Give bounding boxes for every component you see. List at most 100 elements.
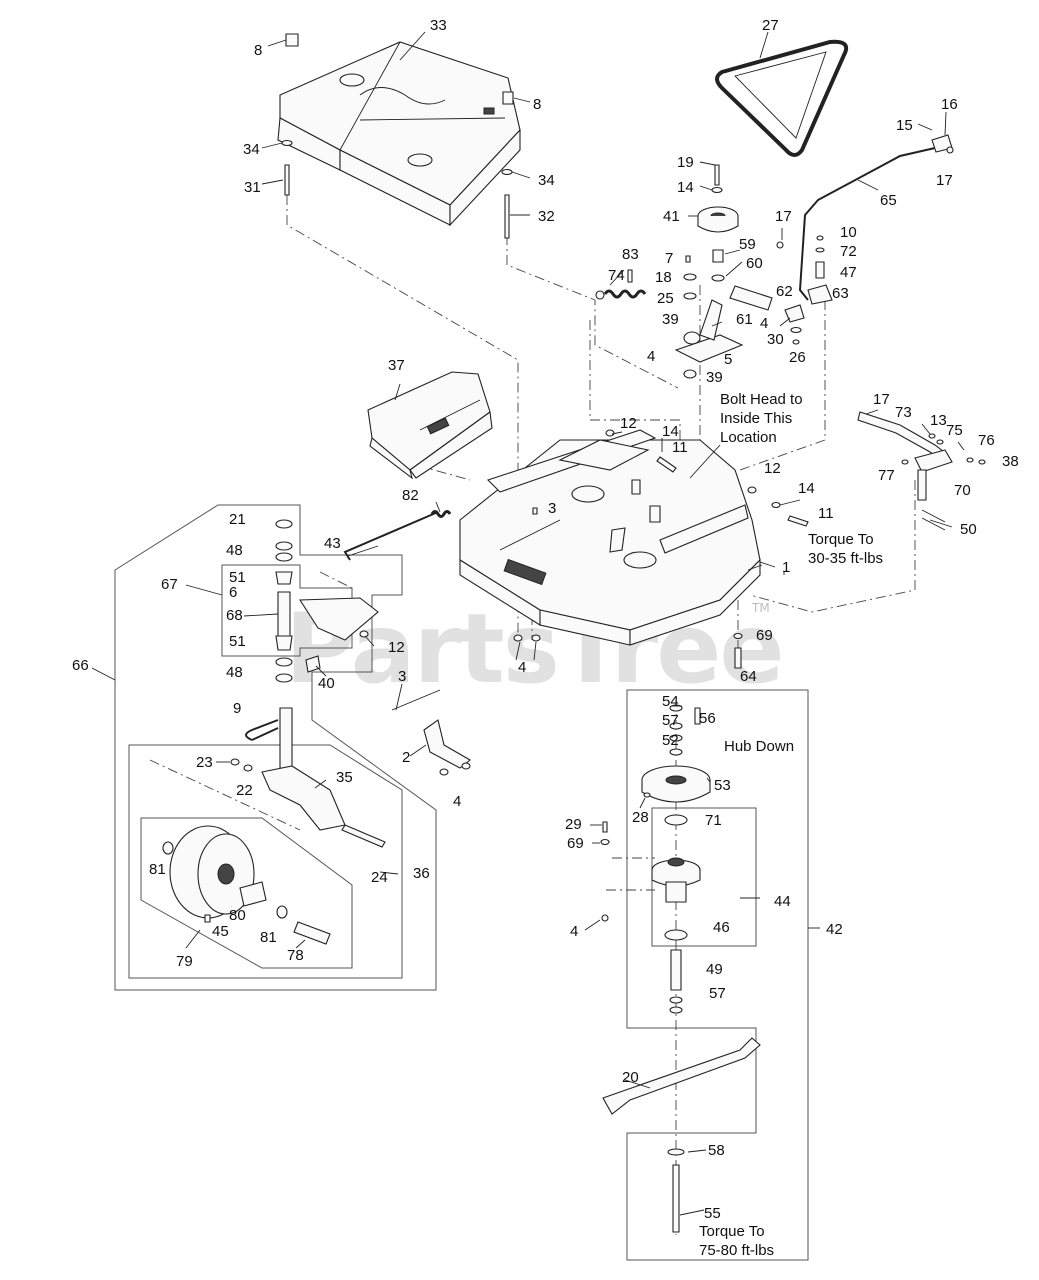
blade bbox=[602, 1037, 761, 1115]
callout-69: 69 bbox=[756, 627, 773, 644]
callout-53: 53 bbox=[714, 777, 731, 794]
linkage-arm bbox=[857, 411, 986, 531]
callout-78: 78 bbox=[287, 947, 304, 964]
callout-72: 72 bbox=[840, 243, 857, 260]
note-torque-deck-1: Torque To bbox=[808, 531, 874, 548]
bolt-11-right bbox=[787, 515, 809, 527]
clip-17-mid bbox=[776, 241, 784, 249]
callout-12: 12 bbox=[388, 639, 405, 656]
callout-62: 62 bbox=[776, 283, 793, 300]
callout-6: 6 bbox=[229, 584, 237, 601]
chute-rod bbox=[343, 511, 439, 561]
callout-70: 70 bbox=[954, 482, 971, 499]
pin-7 bbox=[685, 255, 691, 263]
washer-57-b bbox=[669, 1006, 683, 1014]
callout-48: 48 bbox=[226, 664, 243, 681]
spindle-shaft-49 bbox=[670, 949, 682, 991]
callout-4: 4 bbox=[570, 923, 578, 940]
washer-58 bbox=[667, 1148, 685, 1156]
hitch-pin bbox=[245, 719, 279, 741]
bolt-32 bbox=[504, 194, 510, 239]
spindle-assembly-outline bbox=[626, 689, 809, 1261]
callout-57: 57 bbox=[709, 985, 726, 1002]
callout-17: 17 bbox=[775, 208, 792, 225]
washer-72 bbox=[815, 247, 825, 253]
washer-34-right bbox=[501, 168, 513, 176]
nut-4-bracket-a bbox=[439, 768, 449, 776]
callout-79: 79 bbox=[176, 953, 193, 970]
washer-30 bbox=[790, 326, 802, 334]
callout-81: 81 bbox=[149, 861, 166, 878]
control-cable bbox=[798, 147, 936, 301]
callout-32: 32 bbox=[538, 208, 555, 225]
callout-64: 64 bbox=[740, 668, 757, 685]
callout-44: 44 bbox=[774, 893, 791, 910]
callout-41: 41 bbox=[663, 208, 680, 225]
callout-48: 48 bbox=[226, 542, 243, 559]
discharge-chute bbox=[367, 371, 493, 480]
idler-bracket bbox=[674, 299, 744, 379]
bolt-3-deck bbox=[532, 507, 538, 515]
washer-14-right bbox=[771, 501, 781, 509]
callout-12: 12 bbox=[764, 460, 781, 477]
bracket-2 bbox=[423, 719, 471, 769]
callout-38: 38 bbox=[1002, 453, 1019, 470]
callout-14: 14 bbox=[677, 179, 694, 196]
callout-18: 18 bbox=[655, 269, 672, 286]
blade-bolt-55 bbox=[672, 1164, 680, 1233]
callout-26: 26 bbox=[789, 349, 806, 366]
clip-8-right bbox=[502, 91, 514, 105]
washer-69-deck bbox=[733, 632, 743, 640]
bolt-11-top bbox=[656, 456, 677, 473]
callout-43: 43 bbox=[324, 535, 341, 552]
callout-25: 25 bbox=[657, 290, 674, 307]
bolt-83 bbox=[627, 269, 633, 283]
callout-39: 39 bbox=[662, 311, 679, 328]
callout-45: 45 bbox=[212, 923, 229, 940]
leader-lines bbox=[91, 31, 965, 1216]
caster-mount-plate bbox=[299, 597, 379, 641]
callout-67: 67 bbox=[161, 576, 178, 593]
note-torque-blade-1: Torque To bbox=[699, 1223, 765, 1240]
callout-40: 40 bbox=[318, 675, 335, 692]
callout-52: 52 bbox=[662, 732, 679, 749]
nut-4-spindle bbox=[601, 914, 609, 922]
callout-17: 17 bbox=[936, 172, 953, 189]
callout-24: 24 bbox=[371, 869, 388, 886]
pivot-subassembly-outline bbox=[221, 564, 353, 657]
notes: Bolt Head to Inside This Location Torque… bbox=[699, 391, 883, 1259]
bolt-64 bbox=[734, 647, 742, 669]
callout-11: 11 bbox=[672, 439, 688, 456]
clip-8-left bbox=[285, 33, 299, 47]
washer-34-left bbox=[281, 139, 293, 147]
callout-16: 16 bbox=[941, 96, 958, 113]
callout-51: 51 bbox=[229, 569, 246, 586]
callout-49: 49 bbox=[706, 961, 723, 978]
callout-1: 1 bbox=[782, 559, 790, 576]
wheel-subassembly-outline bbox=[140, 817, 353, 969]
callout-55: 55 bbox=[704, 1205, 721, 1222]
mower-deck bbox=[459, 429, 761, 646]
note-torque-blade-2: 75-80 ft-lbs bbox=[699, 1242, 774, 1259]
note-bolt-head-3: Location bbox=[720, 429, 777, 446]
callout-30: 30 bbox=[767, 331, 784, 348]
caster-stack bbox=[275, 519, 293, 683]
bolt-3-bracket bbox=[391, 689, 441, 711]
callout-65: 65 bbox=[880, 192, 897, 209]
callout-14: 14 bbox=[662, 423, 679, 440]
callout-27: 27 bbox=[762, 17, 779, 34]
callout-3: 3 bbox=[398, 668, 406, 685]
nut-4-bracket-b bbox=[461, 762, 471, 770]
callout-labels: 8 33 8 34 31 34 32 27 16 15 17 65 19 14 … bbox=[72, 17, 1019, 1222]
clip-17-top bbox=[946, 146, 954, 154]
note-bolt-head-2: Inside This bbox=[720, 410, 792, 427]
deck-cover bbox=[277, 41, 521, 227]
callout-9: 9 bbox=[233, 700, 241, 717]
spring-74 bbox=[603, 289, 647, 299]
belt-inner bbox=[734, 51, 827, 139]
pin-26 bbox=[792, 339, 800, 345]
callout-73: 73 bbox=[895, 404, 912, 421]
callout-20: 20 bbox=[622, 1069, 639, 1086]
callout-23: 23 bbox=[196, 754, 213, 771]
